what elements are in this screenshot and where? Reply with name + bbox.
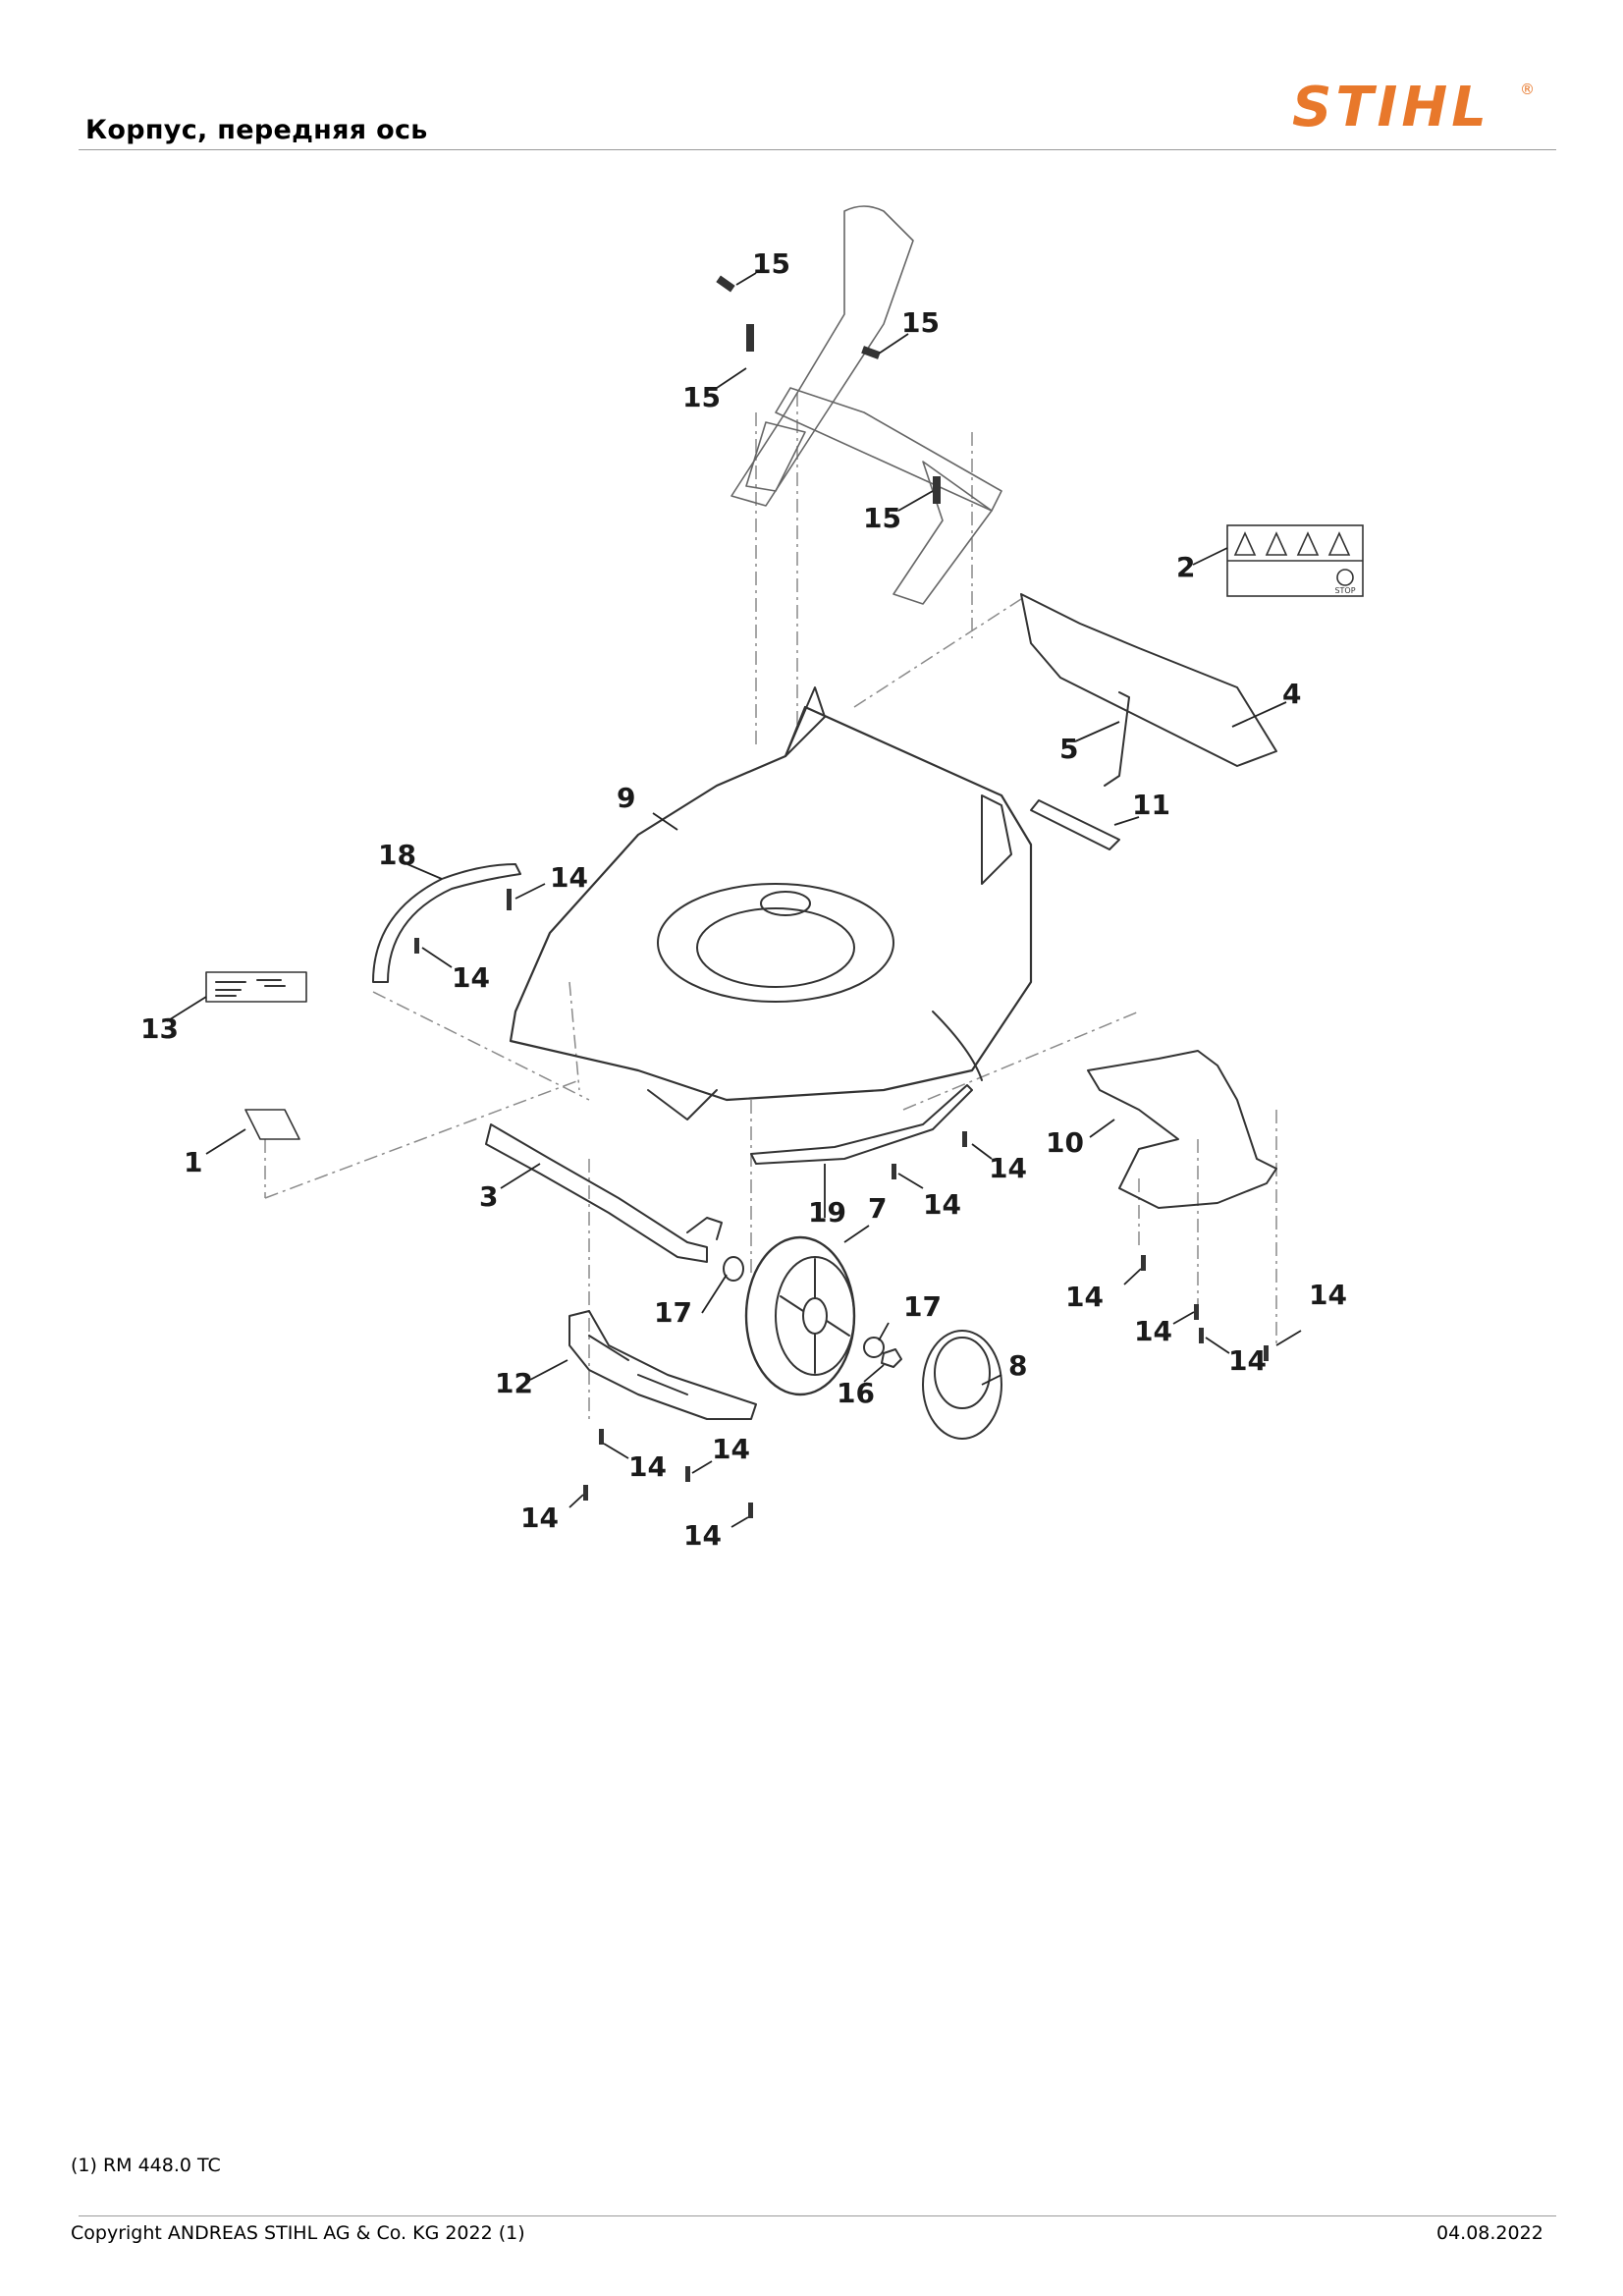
svg-text:STIHL: STIHL [1292, 76, 1490, 139]
part-callout-14: 14 [712, 1433, 750, 1465]
part-callout-12: 12 [495, 1367, 533, 1399]
exploded-parts-diagram: STOP 15 15 [140, 205, 1364, 1552]
part-callout-15: 15 [752, 247, 790, 280]
part-callout-14: 14 [683, 1519, 722, 1552]
part-callout-14: 14 [520, 1502, 559, 1534]
part-callout-14: 14 [628, 1450, 667, 1483]
part-callout-14: 14 [1065, 1281, 1104, 1313]
stihl-logo: STIHL ® [1278, 71, 1542, 139]
part-callout-5: 5 [1059, 733, 1078, 765]
part-callout-18: 18 [378, 839, 416, 871]
part-callout-15: 15 [901, 306, 940, 339]
model-note: (1) RM 448.0 TC [71, 2155, 221, 2176]
part-callout-10: 10 [1046, 1126, 1084, 1159]
part-callout-14: 14 [452, 961, 490, 994]
part-callout-17: 17 [654, 1296, 692, 1329]
part-callout-14: 14 [1228, 1344, 1267, 1377]
part-callout-14: 14 [923, 1188, 961, 1221]
copyright-text: Copyright ANDREAS STIHL AG & Co. KG 2022… [71, 2222, 525, 2244]
page-date: 04.08.2022 [1436, 2222, 1543, 2244]
part-callout-2: 2 [1176, 551, 1195, 583]
part-callout-16: 16 [837, 1377, 875, 1409]
header-divider [79, 149, 1556, 150]
part-callout-11: 11 [1132, 789, 1170, 821]
part-callout-17: 17 [903, 1290, 942, 1323]
part-callout-1: 1 [184, 1146, 202, 1178]
stop-sign-text: STOP [1334, 586, 1355, 595]
part-callout-13: 13 [140, 1012, 179, 1045]
part-callout-14: 14 [550, 861, 588, 894]
part-callout-9: 9 [617, 782, 635, 814]
part-callout-14: 14 [989, 1152, 1027, 1184]
part-callout-3: 3 [479, 1180, 498, 1213]
part-callout-19: 19 [808, 1196, 846, 1229]
part-callout-14: 14 [1309, 1279, 1347, 1311]
part-callout-15: 15 [682, 381, 721, 413]
page-title: Корпус, передняя ось [85, 115, 428, 145]
footer-divider [79, 2215, 1556, 2216]
part-callout-7: 7 [868, 1192, 887, 1225]
part-callout-14: 14 [1134, 1315, 1172, 1347]
svg-text:®: ® [1520, 81, 1535, 98]
part-callout-8: 8 [1008, 1349, 1027, 1382]
part-callout-4: 4 [1282, 678, 1301, 710]
part-callout-15: 15 [863, 502, 901, 534]
